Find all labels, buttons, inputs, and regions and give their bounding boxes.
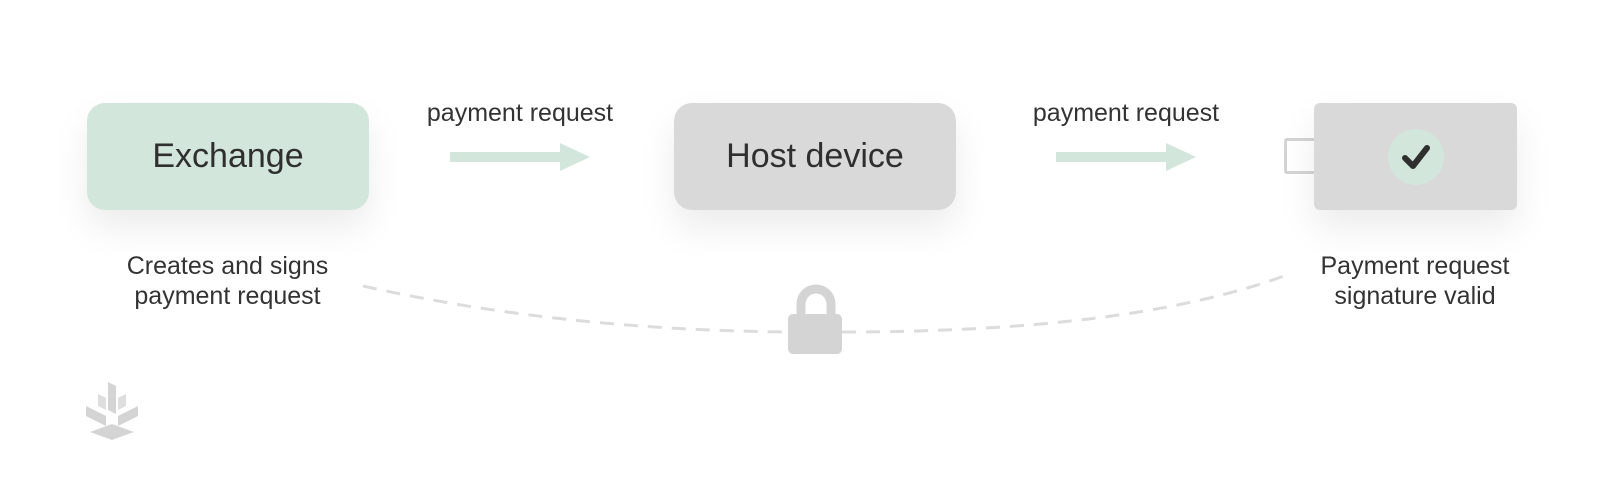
host-device-node: Host device (674, 103, 956, 210)
check-badge (1388, 129, 1444, 185)
arrow-label-second: payment request (1032, 99, 1220, 127)
host-device-label: Host device (726, 137, 904, 175)
exchange-node: Exchange (87, 103, 369, 210)
lock-icon (788, 284, 842, 354)
caption-device: Payment request signature valid (1290, 251, 1540, 311)
arrow-label-first: payment request (426, 99, 614, 127)
brand-logo (86, 382, 138, 440)
dashed-trust-curve-left (362, 284, 791, 334)
checkmark-icon (1402, 145, 1430, 169)
arrow-right-icon (450, 143, 590, 171)
caption-device-line1: Payment request (1320, 252, 1510, 280)
caption-exchange-line1: Creates and signs (126, 252, 329, 280)
device-connector (1284, 138, 1316, 174)
arrow-right-icon (1056, 143, 1196, 171)
caption-device-line2: signature valid (1334, 282, 1496, 310)
caption-exchange-line2: payment request (134, 282, 321, 310)
caption-exchange: Creates and signs payment request (100, 251, 355, 311)
dashed-trust-curve-right (841, 274, 1285, 334)
exchange-label: Exchange (152, 137, 304, 175)
